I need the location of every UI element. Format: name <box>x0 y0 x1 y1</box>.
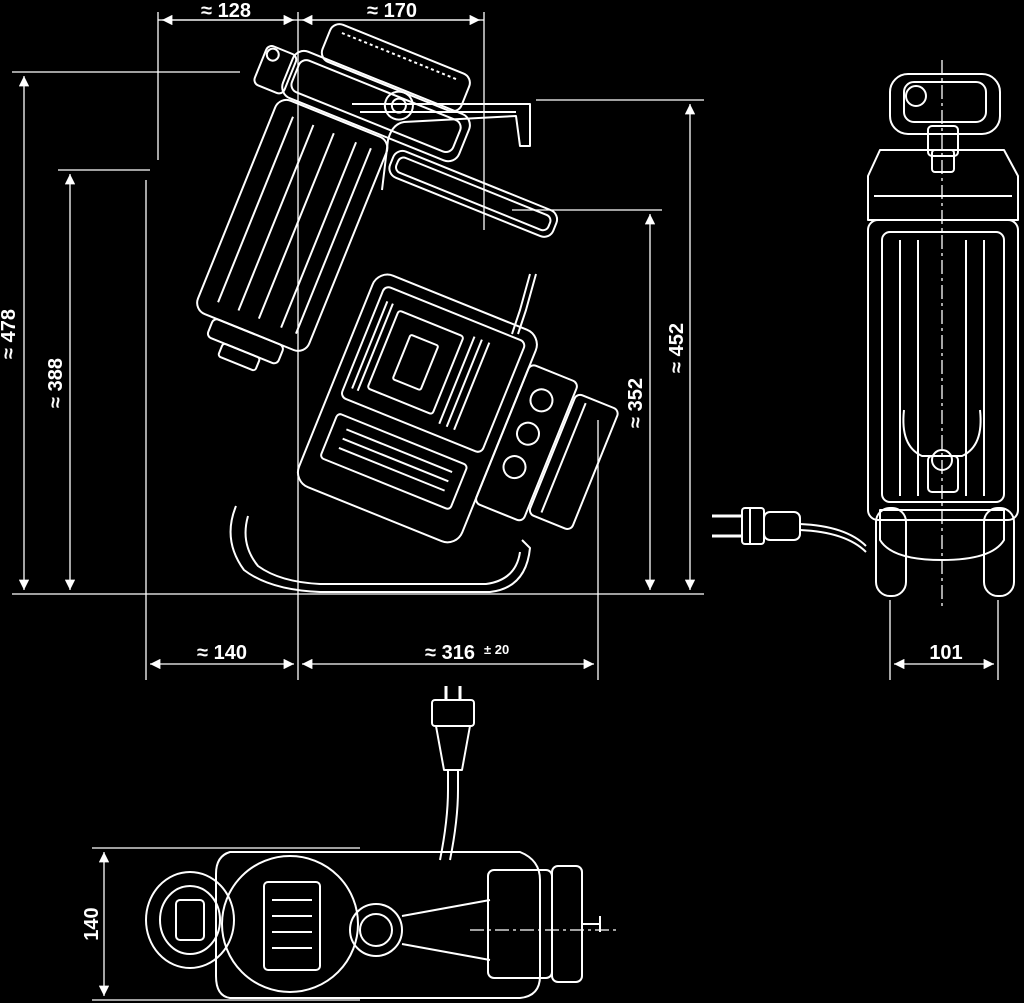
dim-bottom-right-tolerance: ± 20 <box>484 642 509 657</box>
dim-bottom-right-width: ≈ 316 <box>425 642 475 664</box>
dim-side-width: 101 <box>929 642 962 664</box>
dim-top-view-height: 140 <box>81 907 103 940</box>
dim-bottom-left-width: ≈ 140 <box>197 642 247 664</box>
dim-right-height-b: ≈ 452 <box>666 323 688 373</box>
dim-top-right-width: ≈ 170 <box>367 0 417 22</box>
dim-right-height-a: ≈ 352 <box>625 378 647 428</box>
side-view <box>712 73 1019 597</box>
dim-top-left-width: ≈ 128 <box>201 0 251 22</box>
dim-total-height: ≈ 478 <box>0 309 20 359</box>
top-view <box>145 686 601 999</box>
dim-inner-height: ≈ 388 <box>45 358 67 408</box>
front-view <box>196 23 619 593</box>
